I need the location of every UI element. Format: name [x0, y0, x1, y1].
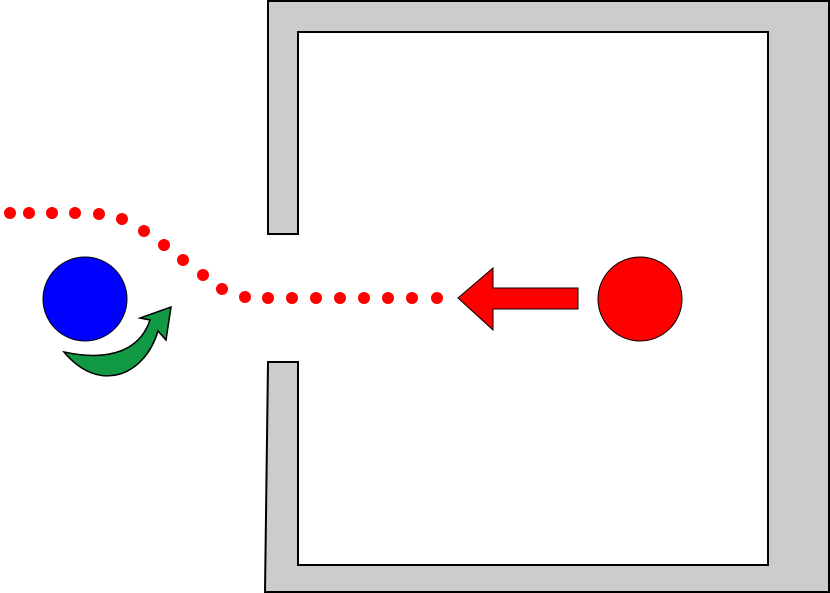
- enclosure-wall: [263, 0, 830, 593]
- red-circle-icon: [597, 256, 683, 342]
- trajectory-dot: [262, 292, 274, 304]
- trajectory-dot: [69, 207, 81, 219]
- trajectory-dot: [310, 292, 322, 304]
- trajectory-dot: [431, 292, 443, 304]
- trajectory-dot: [23, 207, 35, 219]
- trajectory-dot: [116, 213, 128, 225]
- trajectory-dot: [358, 292, 370, 304]
- trajectory-dot: [93, 208, 105, 220]
- trajectory-dot: [334, 292, 346, 304]
- trajectory-dot: [138, 225, 150, 237]
- trajectory-dot: [197, 269, 209, 281]
- dotted-trajectory: [4, 207, 443, 304]
- trajectory-dot: [382, 292, 394, 304]
- trajectory-dot: [286, 292, 298, 304]
- trajectory-dot: [158, 239, 170, 251]
- trajectory-dot: [216, 283, 228, 295]
- trajectory-dot: [4, 207, 16, 219]
- trajectory-dot: [177, 254, 189, 266]
- curved-arrow-icon: [62, 305, 172, 377]
- trajectory-dot: [46, 207, 58, 219]
- blue-circle-icon: [42, 256, 128, 342]
- trajectory-dot: [406, 292, 418, 304]
- trajectory-dot: [239, 291, 251, 303]
- arrow-left-icon: [457, 266, 579, 332]
